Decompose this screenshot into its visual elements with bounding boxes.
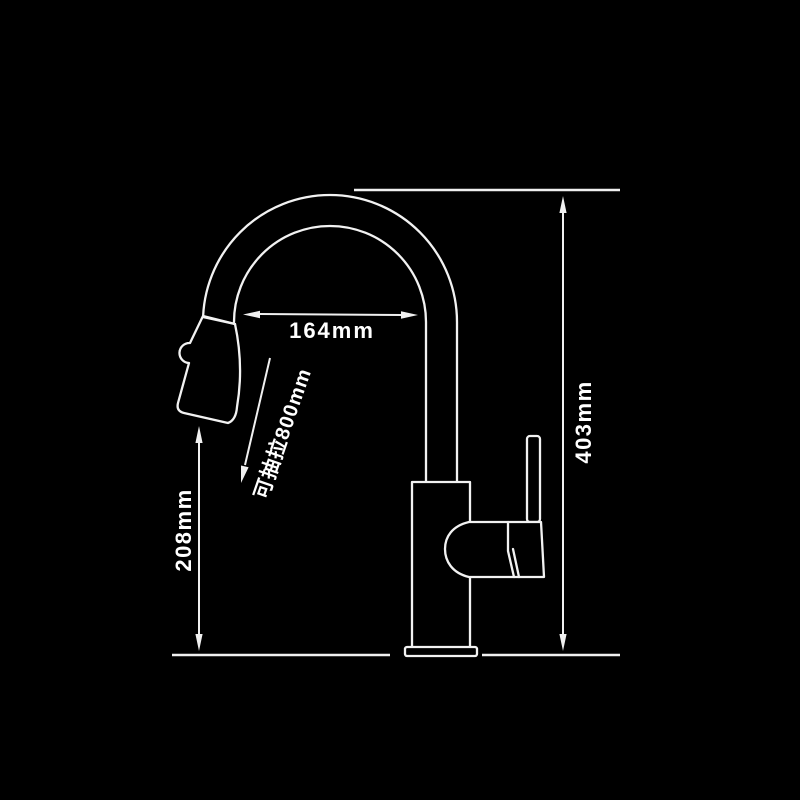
arrowhead-overall-bottom — [559, 634, 567, 651]
dim-line-spout-reach — [259, 313, 403, 316]
arrowhead-spray-top — [195, 426, 203, 443]
valve-body-detail-lines — [506, 520, 521, 579]
gooseneck-spout-outline — [201, 193, 459, 484]
label-overall-height: 403mm — [571, 380, 596, 464]
label-spout-reach: 164mm — [289, 318, 375, 343]
valve-body — [443, 520, 546, 579]
label-spray-height: 208mm — [171, 488, 196, 572]
spray-head-joint-line — [201, 315, 237, 326]
base-flange — [403, 645, 479, 658]
arrowhead-spray-bottom — [195, 634, 203, 651]
spray-head — [176, 314, 242, 425]
arrowhead-reach-left — [243, 310, 260, 319]
handle-lever — [525, 434, 542, 524]
arrowhead-overall-top — [559, 196, 567, 213]
arrowhead-pullout — [241, 465, 249, 483]
arrowhead-reach-right — [401, 311, 418, 319]
dim-line-pullout — [244, 357, 271, 466]
